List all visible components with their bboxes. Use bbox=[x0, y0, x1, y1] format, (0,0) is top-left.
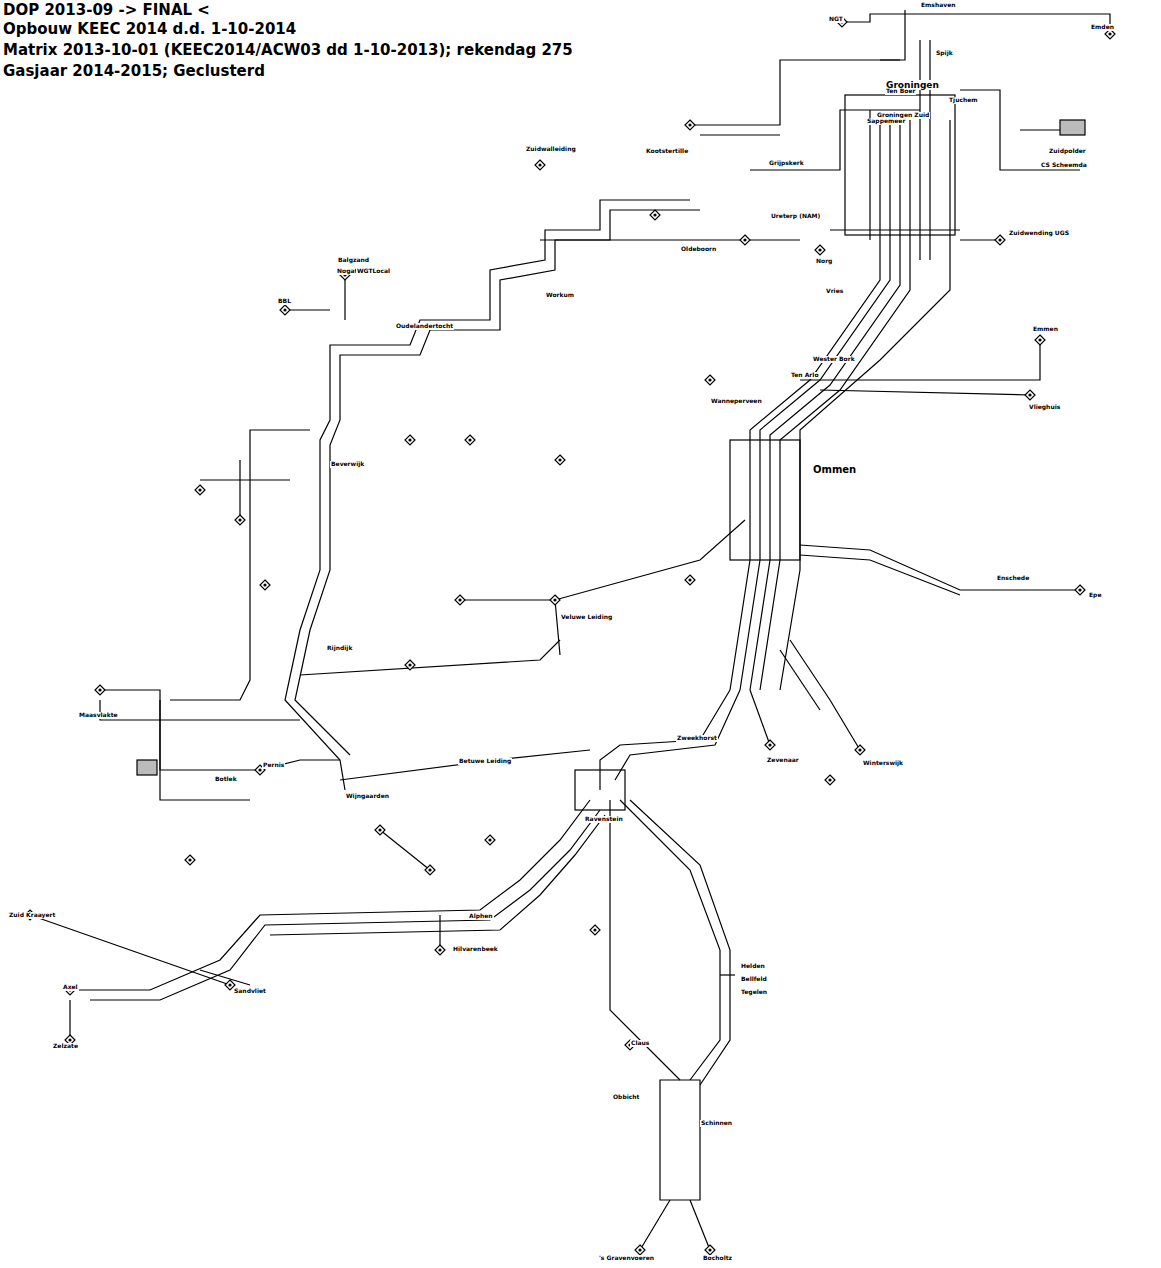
station-name: Norg bbox=[815, 258, 833, 265]
station-name: Pernis bbox=[262, 762, 285, 769]
header-text: Opbouw KEEC 2014 d.d. 1-10-2014 bbox=[2, 21, 297, 38]
station-name: Workum bbox=[545, 292, 575, 299]
station-name: Zweekhorst bbox=[676, 735, 718, 742]
station-name: Zevenaar bbox=[766, 757, 800, 764]
station-name: Emden bbox=[1090, 24, 1115, 31]
station-name: Grijpskerk bbox=[768, 160, 805, 167]
station-name: Hilvarenbeek bbox=[452, 946, 499, 953]
station-name: Wijngaarden bbox=[345, 793, 390, 800]
station-name: Oldeboorn bbox=[680, 246, 717, 253]
station-name: Wester Bork bbox=[812, 356, 856, 363]
station-name: Ureterp (NAM) bbox=[770, 213, 821, 220]
station-name: Zuid Kraayert bbox=[8, 912, 56, 919]
station-name: CS Scheemda bbox=[1040, 162, 1088, 169]
station-name: Beverwijk bbox=[330, 461, 365, 468]
station-name: Nogat bbox=[336, 268, 358, 275]
station-name: Emshaven bbox=[920, 2, 957, 9]
station-name: Balgzand bbox=[337, 257, 370, 264]
station-name: Bellfeld bbox=[740, 976, 768, 983]
station-name: Oudelandertocht bbox=[395, 323, 454, 330]
station-name: Obbicht bbox=[612, 1094, 640, 1101]
station-name: Zuidpolder bbox=[1048, 148, 1087, 155]
station-name: Alphen bbox=[468, 913, 494, 920]
station-name: Zuidwending UGS bbox=[1008, 230, 1070, 237]
station-name: Veluwe Leiding bbox=[560, 614, 613, 621]
station-name: Spijk bbox=[935, 50, 954, 57]
pipelines bbox=[30, 10, 1110, 1250]
header-text: DOP 2013-09 -> FINAL < bbox=[2, 2, 211, 19]
station-name: Schinnen bbox=[700, 1120, 733, 1127]
station-symbols bbox=[25, 17, 1115, 1255]
station-name: Enschede bbox=[996, 575, 1030, 582]
station-name: Vries bbox=[825, 288, 844, 295]
station-name: Emmen bbox=[1032, 326, 1059, 333]
station-name: Axel bbox=[62, 984, 79, 991]
header-text: Matrix 2013-10-01 (KEEC2014/ACW03 dd 1-1… bbox=[2, 42, 574, 59]
station-name: Helden bbox=[740, 963, 766, 970]
station-name: Vlieghuis bbox=[1028, 404, 1061, 411]
station-name: Epe bbox=[1088, 592, 1102, 599]
station-name: Maasvlakte bbox=[78, 712, 119, 719]
station-name: Ten Boer bbox=[885, 88, 916, 95]
station-name: Betuwe Leiding bbox=[458, 758, 512, 765]
station-name: NGT bbox=[828, 16, 844, 23]
station-name: Wanneperveen bbox=[710, 398, 763, 405]
station-name: Bocholtz bbox=[702, 1255, 733, 1262]
station-name: Winterswijk bbox=[862, 760, 904, 767]
header-text: Gasjaar 2014-2015; Geclusterd bbox=[2, 63, 266, 80]
station-name: BBL bbox=[277, 298, 292, 305]
station-name: 's Gravenvoeren bbox=[598, 1255, 655, 1262]
station-name: WGTLocal bbox=[356, 268, 391, 275]
station-name: Kootstertille bbox=[645, 148, 689, 155]
station-name: Sappemeer bbox=[866, 118, 906, 125]
station-name: Claus bbox=[630, 1040, 650, 1047]
station-name: Ommen bbox=[812, 464, 857, 476]
station-name: Zelzate bbox=[52, 1043, 79, 1050]
station-name: Ten Arlo bbox=[790, 372, 820, 379]
station-name: Sandvliet bbox=[233, 988, 267, 995]
station-name: Rijndijk bbox=[326, 645, 353, 652]
station-name: Zuidwalleiding bbox=[525, 146, 577, 153]
station-name: Botlek bbox=[214, 776, 238, 783]
station-name: Ravenstein bbox=[584, 816, 624, 823]
station-name: Tjuchem bbox=[948, 97, 979, 104]
station-name: Tegelen bbox=[740, 989, 768, 996]
